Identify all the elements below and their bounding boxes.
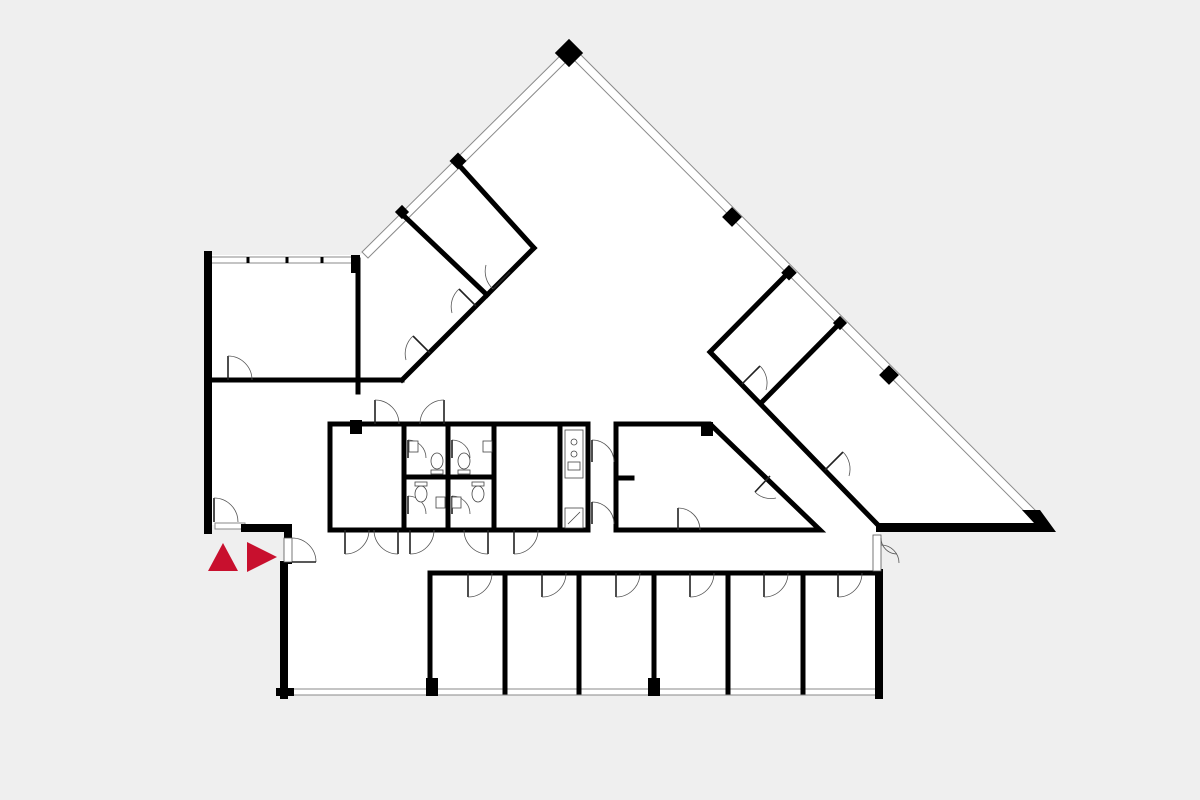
window-bottom (289, 688, 879, 696)
wall (398, 210, 491, 299)
entrance-markers (208, 542, 277, 572)
door (227, 355, 253, 381)
door (763, 572, 789, 598)
door (484, 264, 511, 290)
wall (454, 160, 538, 252)
doors (213, 264, 900, 598)
door (419, 399, 445, 425)
wall (613, 421, 827, 533)
toilet-icon (430, 452, 444, 475)
wall (876, 510, 1056, 532)
door (591, 439, 615, 525)
door (754, 475, 777, 499)
door (450, 288, 477, 314)
floor-area (205, 48, 1050, 695)
door (213, 497, 239, 523)
sink-icon (408, 440, 493, 509)
door (741, 365, 768, 391)
door (513, 529, 539, 555)
door (824, 451, 851, 477)
door (541, 572, 567, 598)
toilet-icon (414, 481, 428, 503)
door (837, 572, 863, 598)
column (879, 365, 899, 385)
window-left-room-top (209, 256, 359, 264)
wall (706, 268, 880, 527)
door (451, 439, 471, 459)
wall (327, 421, 395, 533)
door (615, 572, 641, 598)
door (373, 529, 399, 555)
door (689, 572, 715, 598)
column (554, 38, 584, 68)
door (374, 399, 400, 425)
door (463, 529, 489, 555)
wall (398, 244, 538, 384)
kitchenette-icon (564, 429, 584, 529)
entrance-arrow-up-icon (208, 543, 238, 571)
door (872, 534, 900, 572)
fixtures (408, 429, 584, 529)
walls (204, 160, 1056, 699)
door (283, 537, 317, 563)
door (344, 529, 370, 555)
door (409, 529, 435, 555)
toilet-icon (471, 481, 485, 503)
door (467, 572, 493, 598)
door (677, 507, 701, 531)
door (404, 335, 431, 361)
door (407, 439, 427, 459)
entrance-arrow-right-icon (247, 542, 277, 572)
window-entry-left (214, 522, 246, 530)
toilet-icon (457, 452, 471, 475)
wall (758, 319, 844, 406)
